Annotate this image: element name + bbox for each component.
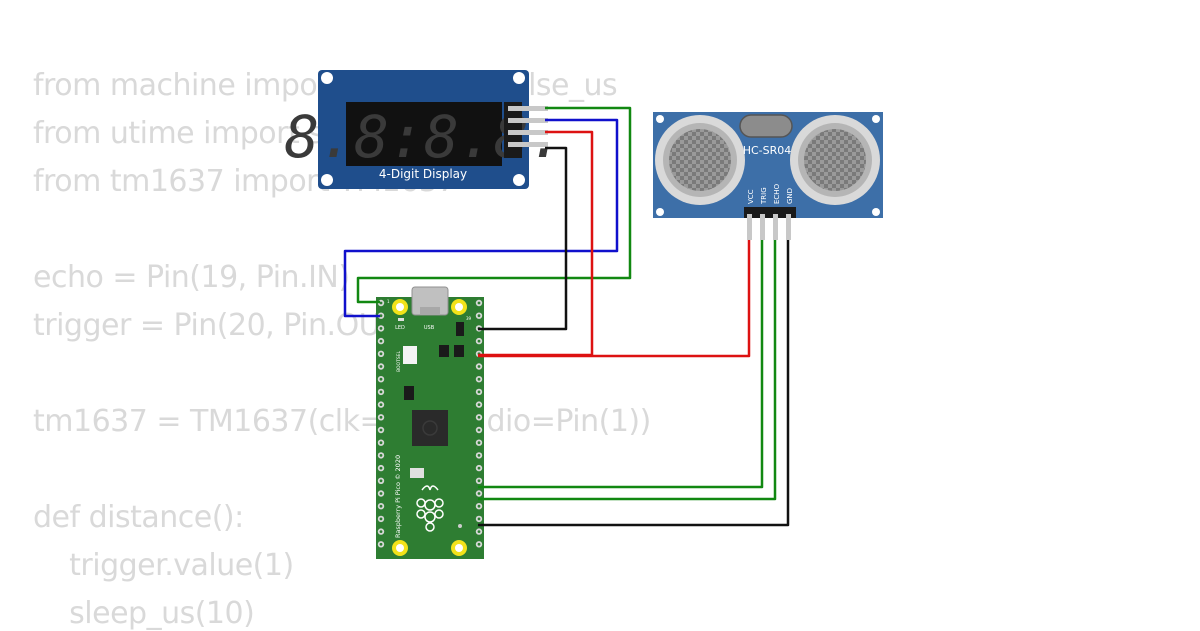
pico-pin-hole xyxy=(379,441,383,445)
tm1637-display-module[interactable]: 8.8:8.8. 4-Digit Display xyxy=(284,70,564,189)
bootsel-label: BOOTSEL xyxy=(396,350,402,372)
pico-pin-hole xyxy=(379,390,383,394)
pico-pin-hole xyxy=(379,504,383,508)
pico-pin-hole xyxy=(477,542,481,546)
sensor-pin-vcc xyxy=(747,214,752,240)
hc-sr04-sensor[interactable]: HC-SR04 VCC TRIG ECHO GND xyxy=(653,112,883,240)
led xyxy=(398,318,404,321)
pico-pin-hole xyxy=(477,314,481,318)
wire-dio-blue[interactable] xyxy=(343,118,619,318)
pico-pin-hole xyxy=(477,365,481,368)
chip-small xyxy=(439,345,449,357)
pico-pin-hole xyxy=(477,415,481,419)
display-pin xyxy=(508,118,548,123)
pico-pin-hole xyxy=(379,314,383,318)
pico-pin-hole xyxy=(379,428,383,432)
usb-label: USB xyxy=(424,325,435,331)
pico-pin-hole xyxy=(379,403,383,406)
mount-hole xyxy=(872,208,880,216)
bootsel-button xyxy=(403,346,417,364)
crystal-oscillator xyxy=(739,114,793,138)
mount-hole xyxy=(321,174,333,186)
pico-pin-hole xyxy=(477,530,481,533)
wire-sensor-vcc-red[interactable] xyxy=(478,240,751,358)
pico-pin-hole xyxy=(477,428,481,432)
transducer-left xyxy=(655,115,745,205)
pico-pin-hole xyxy=(477,454,481,457)
pico-name: Raspberry Pi Pico © 2020 xyxy=(394,455,402,538)
pico-pin-hole xyxy=(477,377,481,381)
pico-pin-hole xyxy=(477,339,481,343)
pico-pin-hole xyxy=(477,403,481,406)
sensor-label: HC-SR04 xyxy=(743,144,792,157)
pico-pin-hole xyxy=(379,352,383,356)
pico-pin-hole xyxy=(379,466,383,470)
display-pin xyxy=(508,106,548,111)
pin-label-trig: TRIG xyxy=(760,187,768,205)
mount-hole xyxy=(513,174,525,186)
pico-pin-hole xyxy=(379,301,383,305)
mount-hole xyxy=(513,72,525,84)
display-label: 4-Digit Display xyxy=(379,167,467,181)
wire-sensor-gnd-black[interactable] xyxy=(478,240,790,527)
pico-pin-hole xyxy=(379,530,383,533)
sensor-header xyxy=(744,207,796,218)
pin-number-1: 1 xyxy=(387,299,390,304)
sensor-pin-gnd xyxy=(786,214,791,240)
transducer-right xyxy=(790,115,880,205)
pin-label-vcc: VCC xyxy=(747,189,755,204)
usb-port xyxy=(420,307,440,315)
wire-echo-green[interactable] xyxy=(478,240,777,501)
wire-clk-green[interactable] xyxy=(356,106,632,304)
chip-flash xyxy=(404,386,414,400)
mount-hole xyxy=(321,72,333,84)
sensor-pin-echo xyxy=(773,214,778,240)
pin-number-39: 39 xyxy=(466,316,472,321)
pico-pin-hole xyxy=(477,504,481,508)
rp2040-chip xyxy=(412,410,448,446)
mount-hole xyxy=(872,115,880,123)
raspberry-pi-pico[interactable]: LED USB 1 39 BOOTSEL Raspberry Pi Pico ©… xyxy=(376,286,484,559)
pico-pin-hole xyxy=(379,479,383,483)
sensor-pin-trig xyxy=(760,214,765,240)
led-label: LED xyxy=(395,325,405,331)
chip-small xyxy=(454,345,464,357)
pico-pin-hole xyxy=(379,377,383,381)
pico-pin-hole xyxy=(379,517,383,521)
pico-pin-hole xyxy=(477,301,481,305)
pico-pin-hole xyxy=(379,365,383,368)
pico-pin-hole xyxy=(379,454,383,457)
pico-pin-hole xyxy=(477,479,481,483)
crystal xyxy=(410,468,424,478)
wires xyxy=(343,106,790,527)
display-window xyxy=(346,102,502,166)
pico-pin-hole xyxy=(379,327,383,330)
mount-hole xyxy=(656,208,664,216)
pico-pin-hole xyxy=(379,415,383,419)
pico-pin-hole xyxy=(477,492,481,495)
wire-trig-green[interactable] xyxy=(478,240,764,489)
test-pad xyxy=(458,524,462,528)
pico-pin-hole xyxy=(379,492,383,495)
pico-pin-hole xyxy=(477,390,481,394)
mount-hole xyxy=(656,115,664,123)
pico-pin-hole xyxy=(477,466,481,470)
raspberry-logo-icon xyxy=(416,485,444,532)
pico-pin-hole xyxy=(477,517,481,521)
pico-pin-hole xyxy=(379,542,383,546)
pico-pin-hole xyxy=(379,339,383,343)
display-pin xyxy=(508,130,548,135)
pico-pin-hole xyxy=(477,441,481,445)
pin-label-echo: ECHO xyxy=(773,183,781,204)
chip-regulator xyxy=(456,322,464,336)
wire-display-gnd-black[interactable] xyxy=(478,146,568,331)
pin-label-gnd: GND xyxy=(786,188,794,204)
display-pin xyxy=(508,142,548,147)
